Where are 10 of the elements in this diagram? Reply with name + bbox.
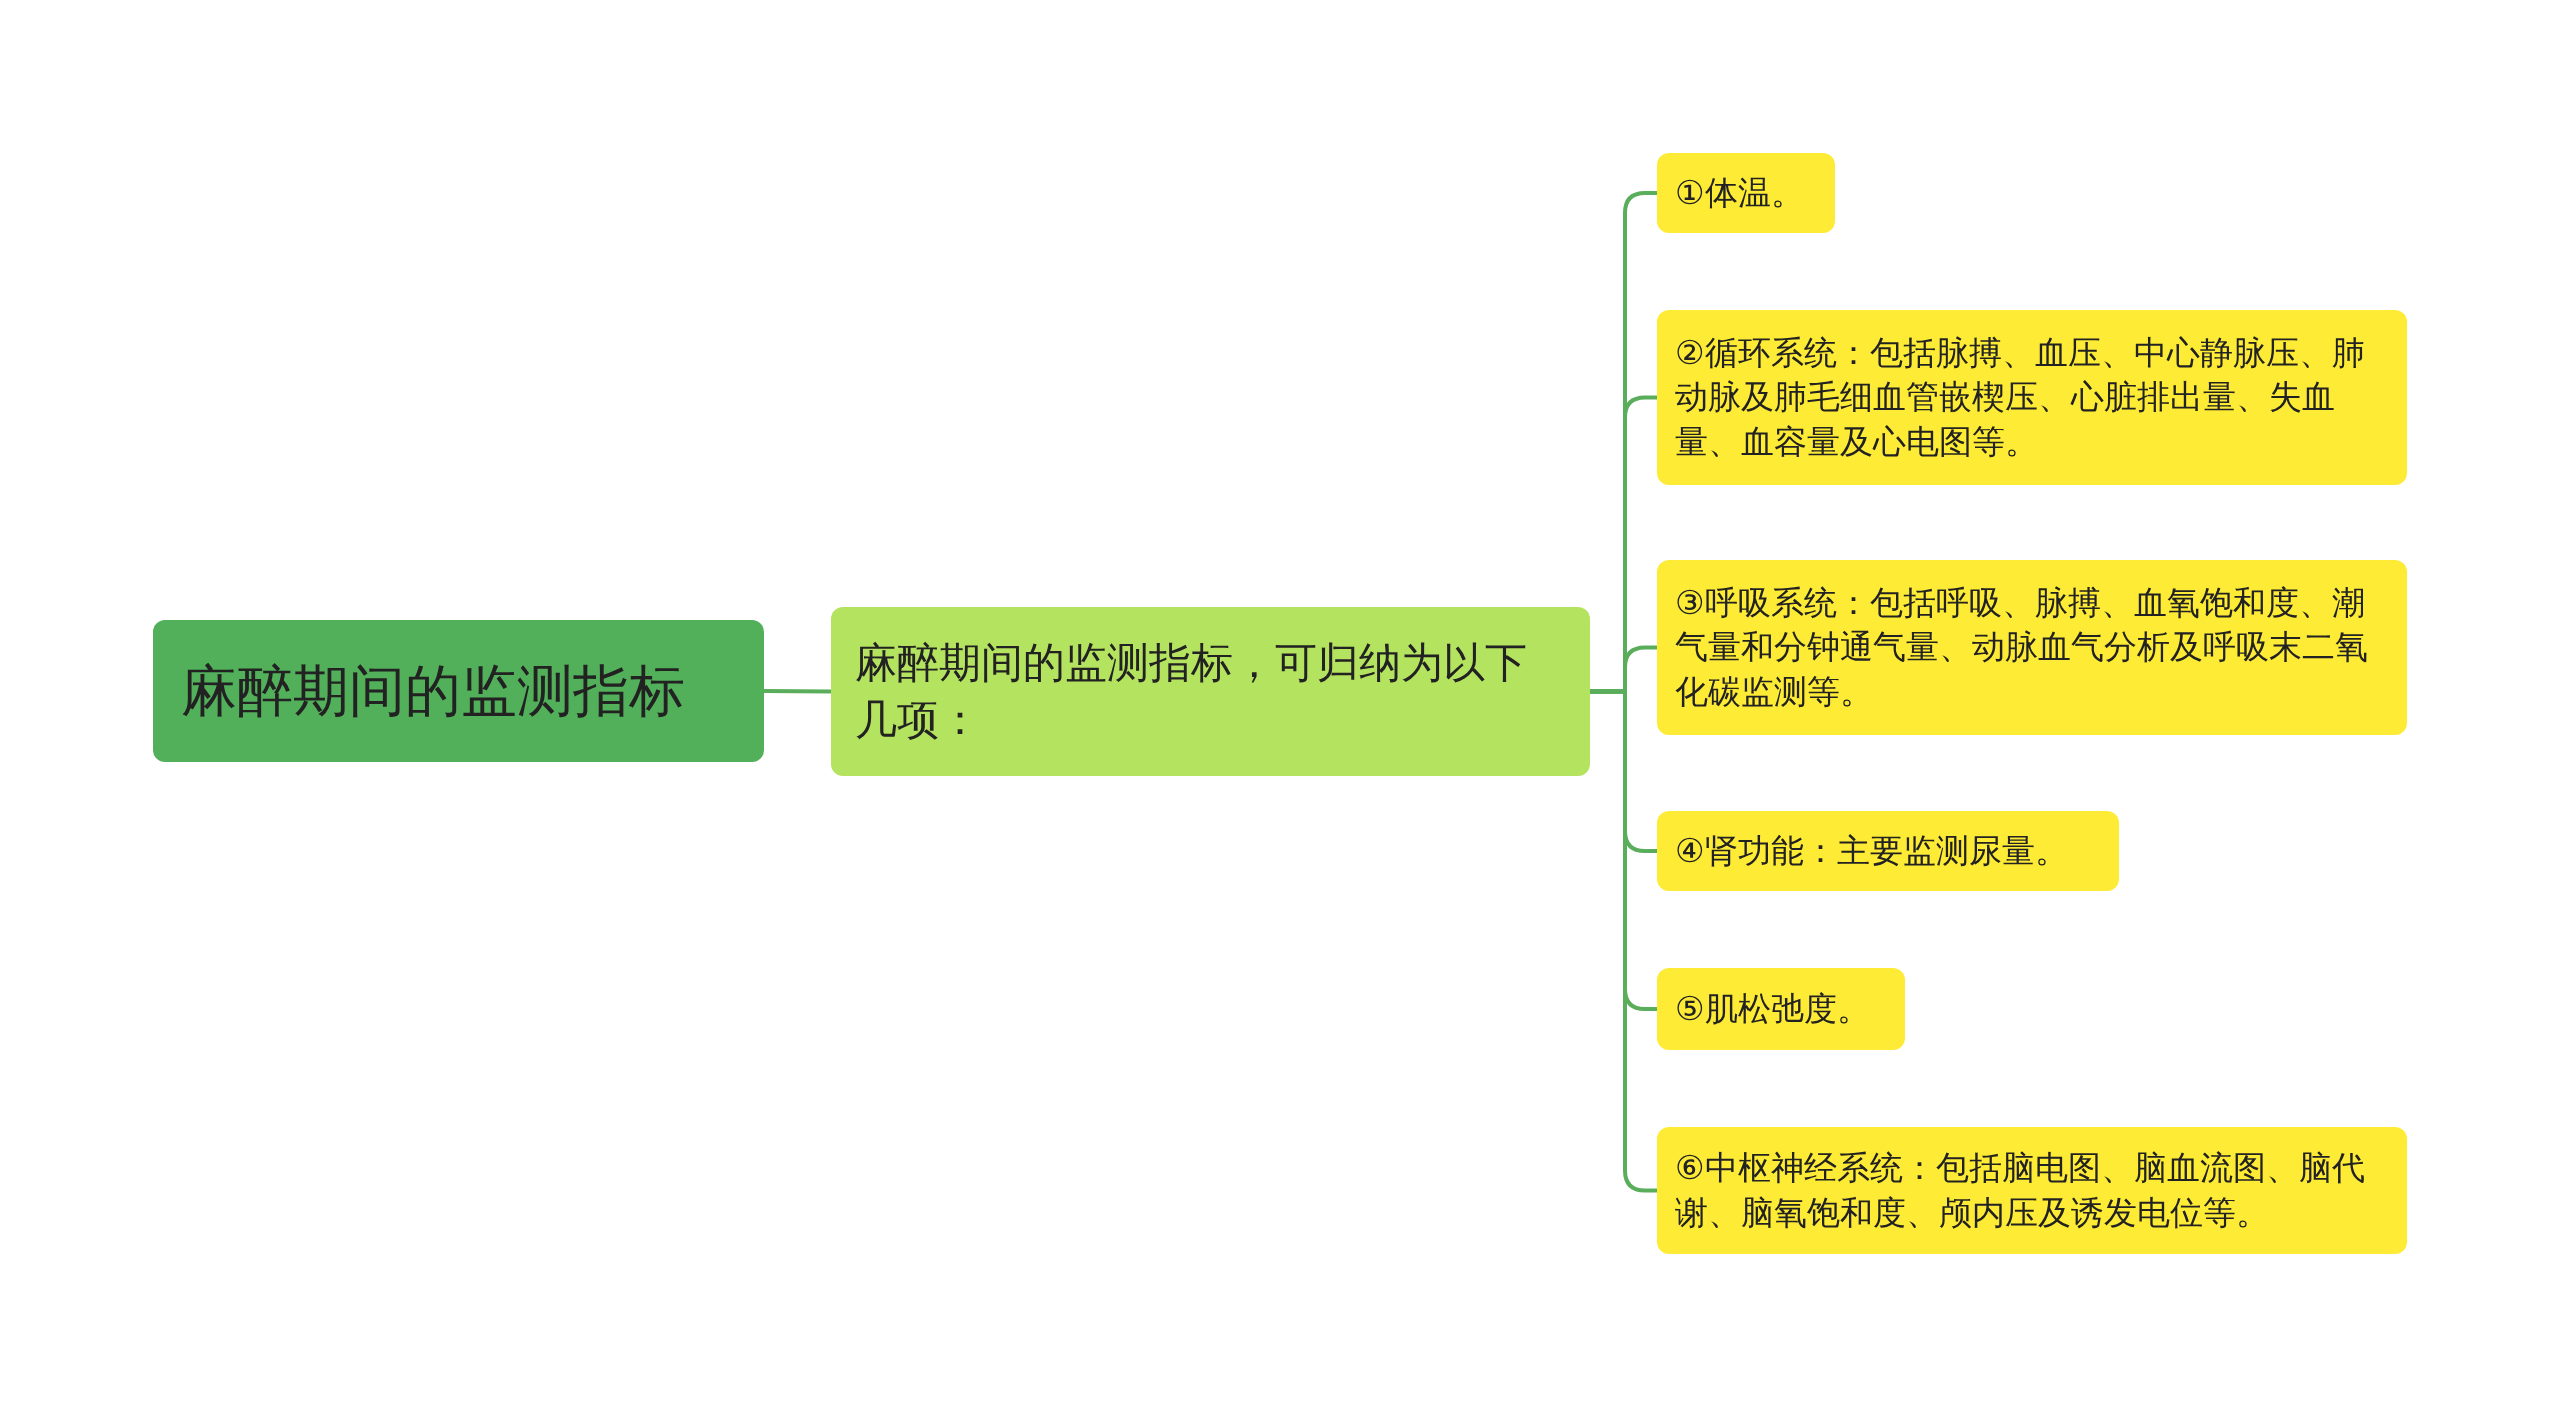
connector-line [764,689,831,694]
subtopic-box: ⑥中枢神经系统：包括脑电图、脑血流图、脑代谢、脑氧饱和度、颅内压及诱发电位等。 [1657,1127,2407,1254]
subtopic-box: ⑤肌松弛度。 [1657,968,1905,1050]
subtopic-box: ③呼吸系统：包括呼吸、脉搏、血氧饱和度、潮气量和分钟通气量、动脉血气分析及呼吸末二氧化碳监测等。 [1657,560,2407,735]
root-topic-box: 麻醉期间的监测指标 [153,620,764,762]
subtopic-box: ④肾功能：主要监测尿量。 [1657,811,2119,891]
connector-line [1590,689,1657,1193]
subtopic-box: ①体温。 [1657,153,1835,233]
subtopic-box: ②循环系统：包括脉搏、血压、中心静脉压、肺动脉及肺毛细血管嵌楔压、心脏排出量、失血量、血容量及心电图等。 [1657,310,2407,485]
main-topic-box: 麻醉期间的监测指标，可归纳为以下几项： [831,607,1590,776]
